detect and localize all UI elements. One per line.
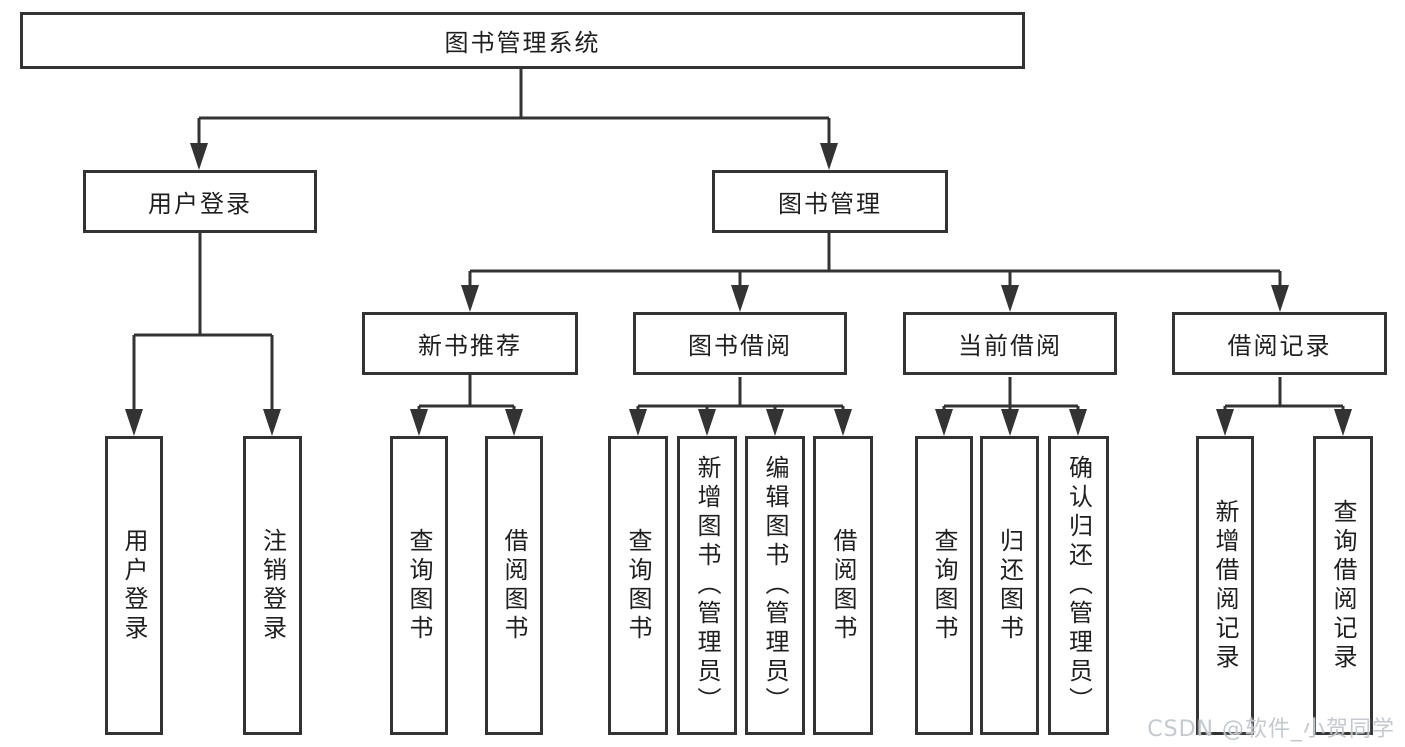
arrowhead-icon [766,409,784,436]
leaf-user-login: 用户登录 [105,436,163,735]
leaf-query-books-borrowing: 查询图书 [608,436,668,735]
leaf-return-books: 归还图书 [980,436,1039,735]
node-book-management: 图书管理 [712,170,948,233]
arrowhead-icon [125,409,143,436]
node-new-book-recommendation: 新书推荐 [362,312,578,375]
arrowhead-icon [935,409,953,436]
arrowhead-icon [1216,409,1234,436]
arrowhead-icon [1334,409,1352,436]
leaf-logout: 注销登录 [243,436,302,735]
arrowheads [125,143,1352,436]
arrowhead-icon [461,285,479,312]
node-user-login: 用户登录 [83,170,317,233]
arrowhead-icon [1271,285,1289,312]
edges-user-login [132,233,274,412]
arrowhead-icon [629,409,647,436]
node-root-system: 图书管理系统 [20,12,1025,69]
leaf-add-books-admin: 新增图书（管理员） [677,436,737,735]
edges-root [197,69,831,146]
arrowhead-icon [190,143,208,170]
arrowhead-icon [505,409,523,436]
csdn-watermark: CSDN @软件_小贺同学 [1147,717,1395,742]
leaf-confirm-return-admin: 确认归还（管理员） [1048,436,1109,735]
leaf-borrow-books-borrowing: 借阅图书 [813,436,873,735]
edges-book-borrowing [636,377,845,414]
leaf-borrow-books-recommendation: 借阅图书 [485,436,543,735]
arrowhead-icon [731,285,749,312]
node-borrowing-records: 借阅记录 [1172,312,1387,375]
leaf-query-borrow-record: 查询借阅记录 [1313,436,1373,735]
arrowhead-icon [263,409,281,436]
arrowhead-icon [1001,409,1019,436]
arrowhead-icon [410,409,428,436]
edges-new-book-recommendation [417,375,516,414]
arrowhead-icon [820,143,838,170]
leaf-edit-books-admin: 编辑图书（管理员） [745,436,805,735]
edges-current-borrowing [942,377,1080,414]
arrowhead-icon [1069,409,1087,436]
arrowhead-icon [834,409,852,436]
leaf-add-borrow-record: 新增借阅记录 [1196,436,1254,735]
arrowhead-icon [698,409,716,436]
leaf-query-books-recommendation: 查询图书 [390,436,448,735]
leaf-query-books-current: 查询图书 [915,436,973,735]
edges-book-management [468,233,1282,288]
node-book-borrowing: 图书借阅 [633,312,847,375]
edges-borrowing-records [1223,377,1345,414]
node-current-borrowing: 当前借阅 [903,312,1117,375]
arrowhead-icon [1001,285,1019,312]
